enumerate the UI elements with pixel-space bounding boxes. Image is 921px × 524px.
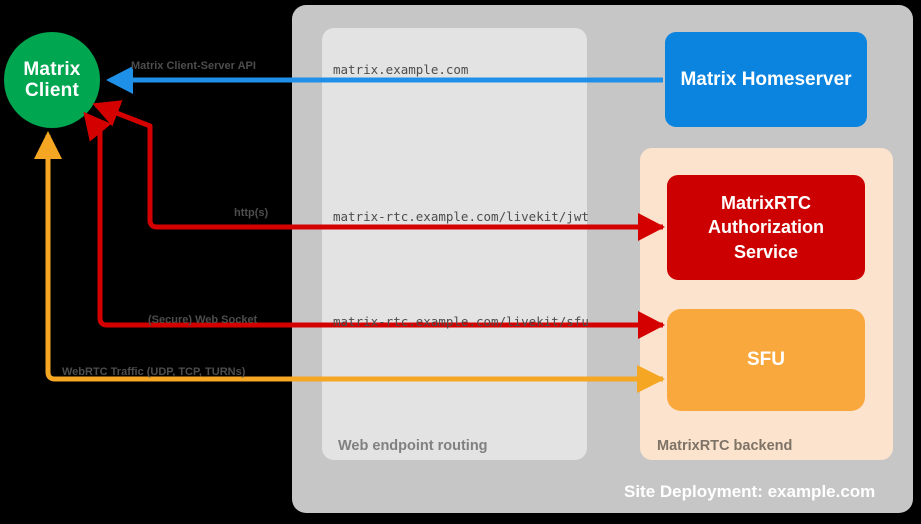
edge-secure-websocket	[83, 111, 663, 328]
web-endpoint-routing-container	[322, 28, 587, 460]
matrix-client-node[interactable]	[4, 32, 100, 128]
matrix-homeserver-node[interactable]	[665, 32, 867, 127]
sfu-node[interactable]	[667, 309, 865, 411]
matrixrtc-authorization-service-node[interactable]	[667, 175, 865, 280]
edge-http-jwt	[92, 100, 663, 230]
edge-webrtc-traffic	[34, 131, 663, 382]
